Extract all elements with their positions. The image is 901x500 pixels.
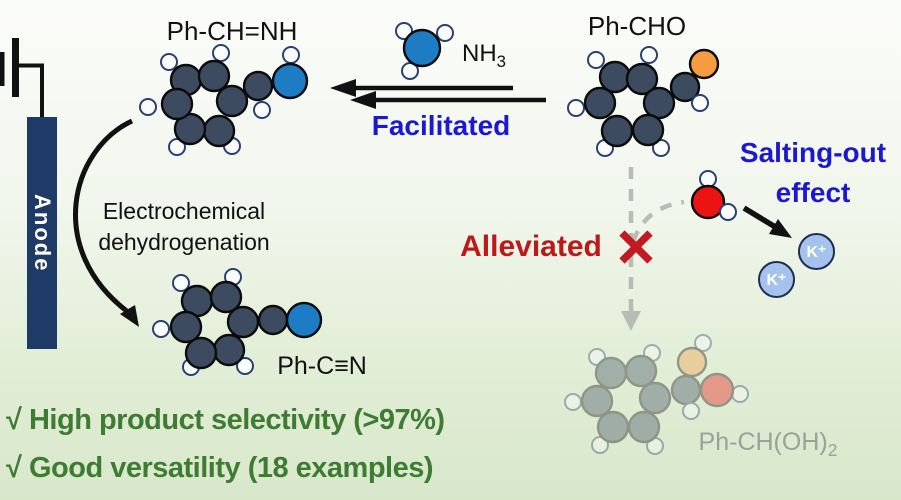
atom-N [402, 28, 442, 68]
atom-H [172, 274, 190, 292]
atom-H [591, 436, 609, 454]
atom-H [587, 51, 605, 69]
atom-O [676, 346, 708, 378]
atom-C [242, 70, 274, 102]
benefit-versatility: √ Good versatility (18 examples) [6, 452, 434, 484]
atom-H [652, 139, 670, 157]
molecule-ph-cn [152, 268, 323, 376]
potassium-ion: K⁺ [758, 261, 795, 298]
imine-formula-label: Ph-CH=NH [166, 16, 298, 46]
atom-C [638, 381, 672, 415]
atom-H [401, 62, 419, 80]
atom-H [282, 46, 300, 64]
atom-C [625, 62, 659, 96]
atom-C [184, 336, 218, 370]
atom-H [691, 94, 709, 112]
atom-C [624, 354, 658, 388]
atom-H [160, 53, 178, 71]
atom-C [642, 86, 676, 120]
nitrile-formula-label: Ph-C≡N [277, 352, 367, 380]
atom-H [564, 393, 582, 411]
atom-H [646, 437, 664, 455]
atom-C [257, 304, 289, 336]
atom-C [209, 280, 243, 314]
atom-C [212, 333, 246, 367]
atom-H [139, 98, 157, 116]
atom-R [699, 372, 735, 408]
atom-H [253, 101, 271, 119]
atom-H [588, 348, 606, 366]
atom-C [202, 114, 236, 148]
atom-N [271, 62, 309, 100]
atom-C [670, 374, 702, 406]
cross-icon [619, 230, 653, 264]
atom-C [596, 410, 630, 444]
atom-C [160, 87, 194, 121]
anode-label: Anode [30, 193, 55, 273]
atom-C [583, 86, 617, 120]
atom-C [600, 114, 634, 148]
ammonia-label: NH3 [462, 40, 507, 71]
molecule-water [690, 170, 737, 221]
atom-H [643, 344, 661, 362]
alleviated-label: Alleviated [460, 230, 602, 263]
atom-C [580, 384, 614, 418]
molecule-ph-choh2-faded [564, 334, 749, 455]
atom-O [688, 48, 720, 80]
atom-C [669, 71, 701, 103]
facilitated-arrows [330, 79, 546, 109]
atom-C [169, 310, 203, 344]
atom-C [197, 59, 231, 93]
benefit-selectivity: √ High product selectivity (>97%) [6, 404, 445, 436]
salting-out-arrow [742, 205, 792, 238]
facilitated-label: Facilitated [371, 110, 511, 141]
atom-C [226, 305, 260, 339]
molecules-layer [139, 22, 749, 455]
dehydrogenation-arrow [73, 118, 139, 327]
atom-C [627, 410, 661, 444]
atom-C [215, 84, 249, 118]
atom-H [719, 203, 737, 221]
atom-H [152, 320, 170, 338]
molecule-ph-chnh [139, 44, 309, 156]
atom-H [699, 170, 717, 188]
molecule-nh3 [395, 22, 454, 80]
atom-C [631, 113, 665, 147]
atom-C [594, 356, 628, 390]
atom-H [212, 44, 230, 62]
atom-H [236, 357, 254, 375]
atom-H [168, 138, 186, 156]
diol-formula-label: Ph-CH(OH)2 [698, 428, 838, 460]
atom-C [173, 112, 207, 146]
atom-N [285, 301, 323, 339]
molecule-ph-cho [567, 46, 720, 157]
atom-H [731, 385, 749, 403]
benzaldehyde-formula-label: Ph-CHO [587, 11, 687, 41]
salting-out-label: Salting-out effect [739, 137, 887, 208]
electrochemical-label: Electrochemical dehydrogenation [98, 198, 270, 255]
atom-H [682, 402, 700, 420]
atom-R [690, 184, 726, 220]
battery-icon [0, 38, 44, 119]
atom-H [567, 99, 585, 117]
potassium-ion: K⁺ [798, 233, 835, 270]
atom-H [640, 46, 658, 64]
anode-bar: Anode [27, 117, 57, 349]
atom-H [436, 24, 454, 42]
atom-H [694, 334, 712, 352]
